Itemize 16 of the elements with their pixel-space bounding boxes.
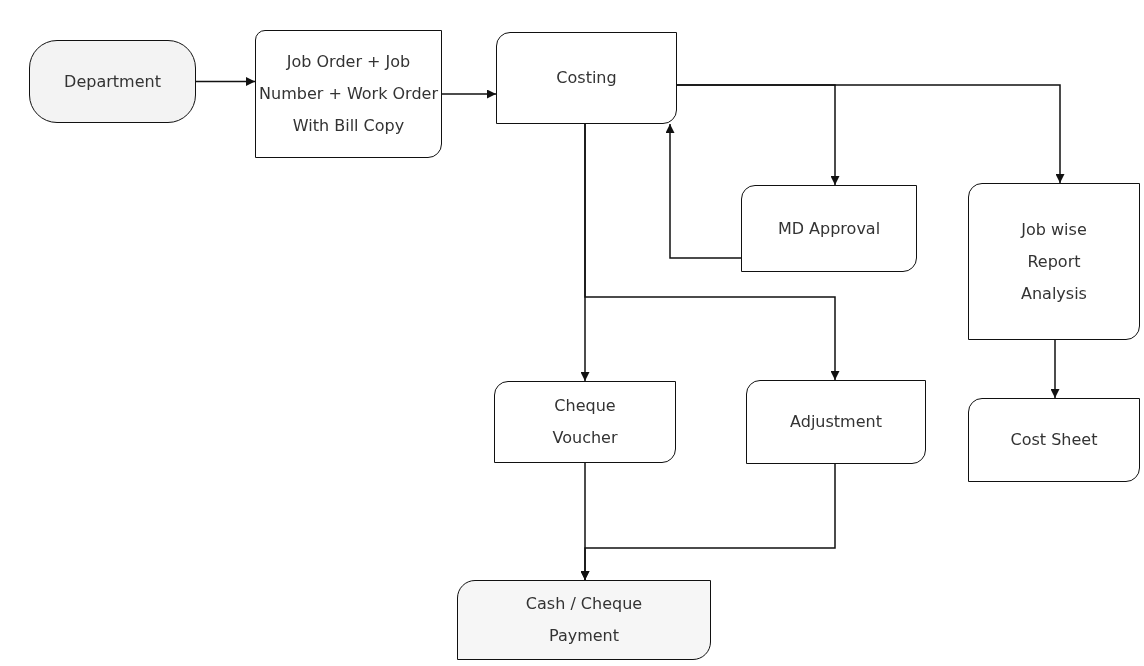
process-box: Cheque Voucher — [494, 381, 676, 463]
process-box: Adjustment — [746, 380, 926, 464]
arrow — [580, 463, 836, 581]
process-box: Job wise Report Analysis — [968, 183, 1140, 340]
process-box: Department — [29, 40, 196, 123]
process-box: Cash / Cheque Payment — [457, 580, 711, 660]
process-box: Job Order + Job Number + Work Order With Bill Copy — [255, 30, 442, 158]
process-box: Cost Sheet — [968, 398, 1140, 482]
arrow — [1050, 339, 1060, 399]
arrow — [676, 84, 1065, 184]
arrow — [195, 77, 256, 86]
process-box: Costing — [496, 32, 677, 124]
arrow — [665, 123, 742, 259]
process-box: MD Approval — [741, 185, 917, 272]
arrow — [441, 89, 497, 99]
arrow — [584, 123, 840, 381]
